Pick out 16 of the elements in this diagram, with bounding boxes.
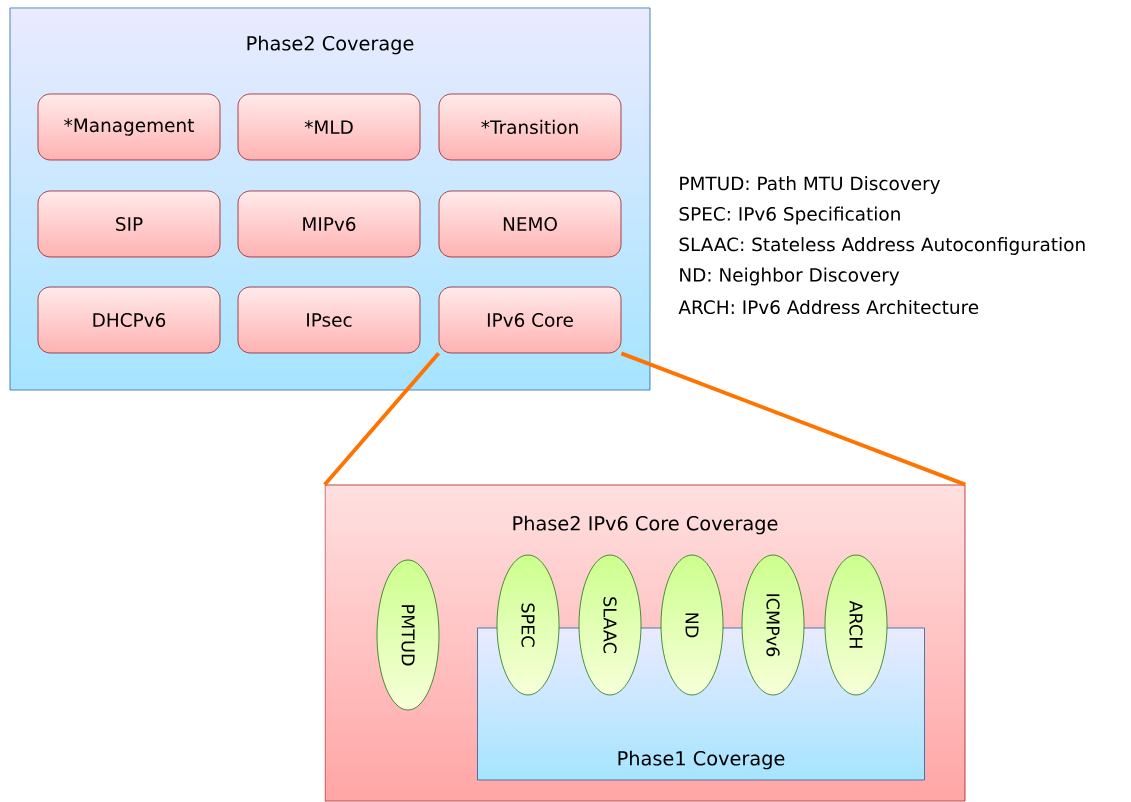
topic-box: *MLD <box>237 93 421 161</box>
topic-box: IPv6 Core <box>438 286 622 354</box>
definition-text: SPEC: IPv6 Specification <box>679 206 900 225</box>
definition-text: SLAAC: Stateless Address Autoconfiguration <box>679 237 1085 255</box>
topic-box: SIP <box>37 190 221 258</box>
topic-box: NEMO <box>438 190 622 258</box>
topic-box: MIPv6 <box>237 190 421 258</box>
topic-box: DHCPv6 <box>37 286 221 354</box>
definition-text: ARCH: IPv6 Address Architecture <box>678 299 979 315</box>
definition-text: PMTUD: Path MTU Discovery <box>680 176 941 194</box>
topic-box: *Transition <box>438 93 622 161</box>
definition-text: ND: Neighbor Discovery <box>680 267 900 286</box>
topic-box: *Management <box>37 93 221 161</box>
connector-line <box>323 352 441 486</box>
topic-box: IPsec <box>237 286 421 354</box>
connector-line <box>620 351 967 487</box>
